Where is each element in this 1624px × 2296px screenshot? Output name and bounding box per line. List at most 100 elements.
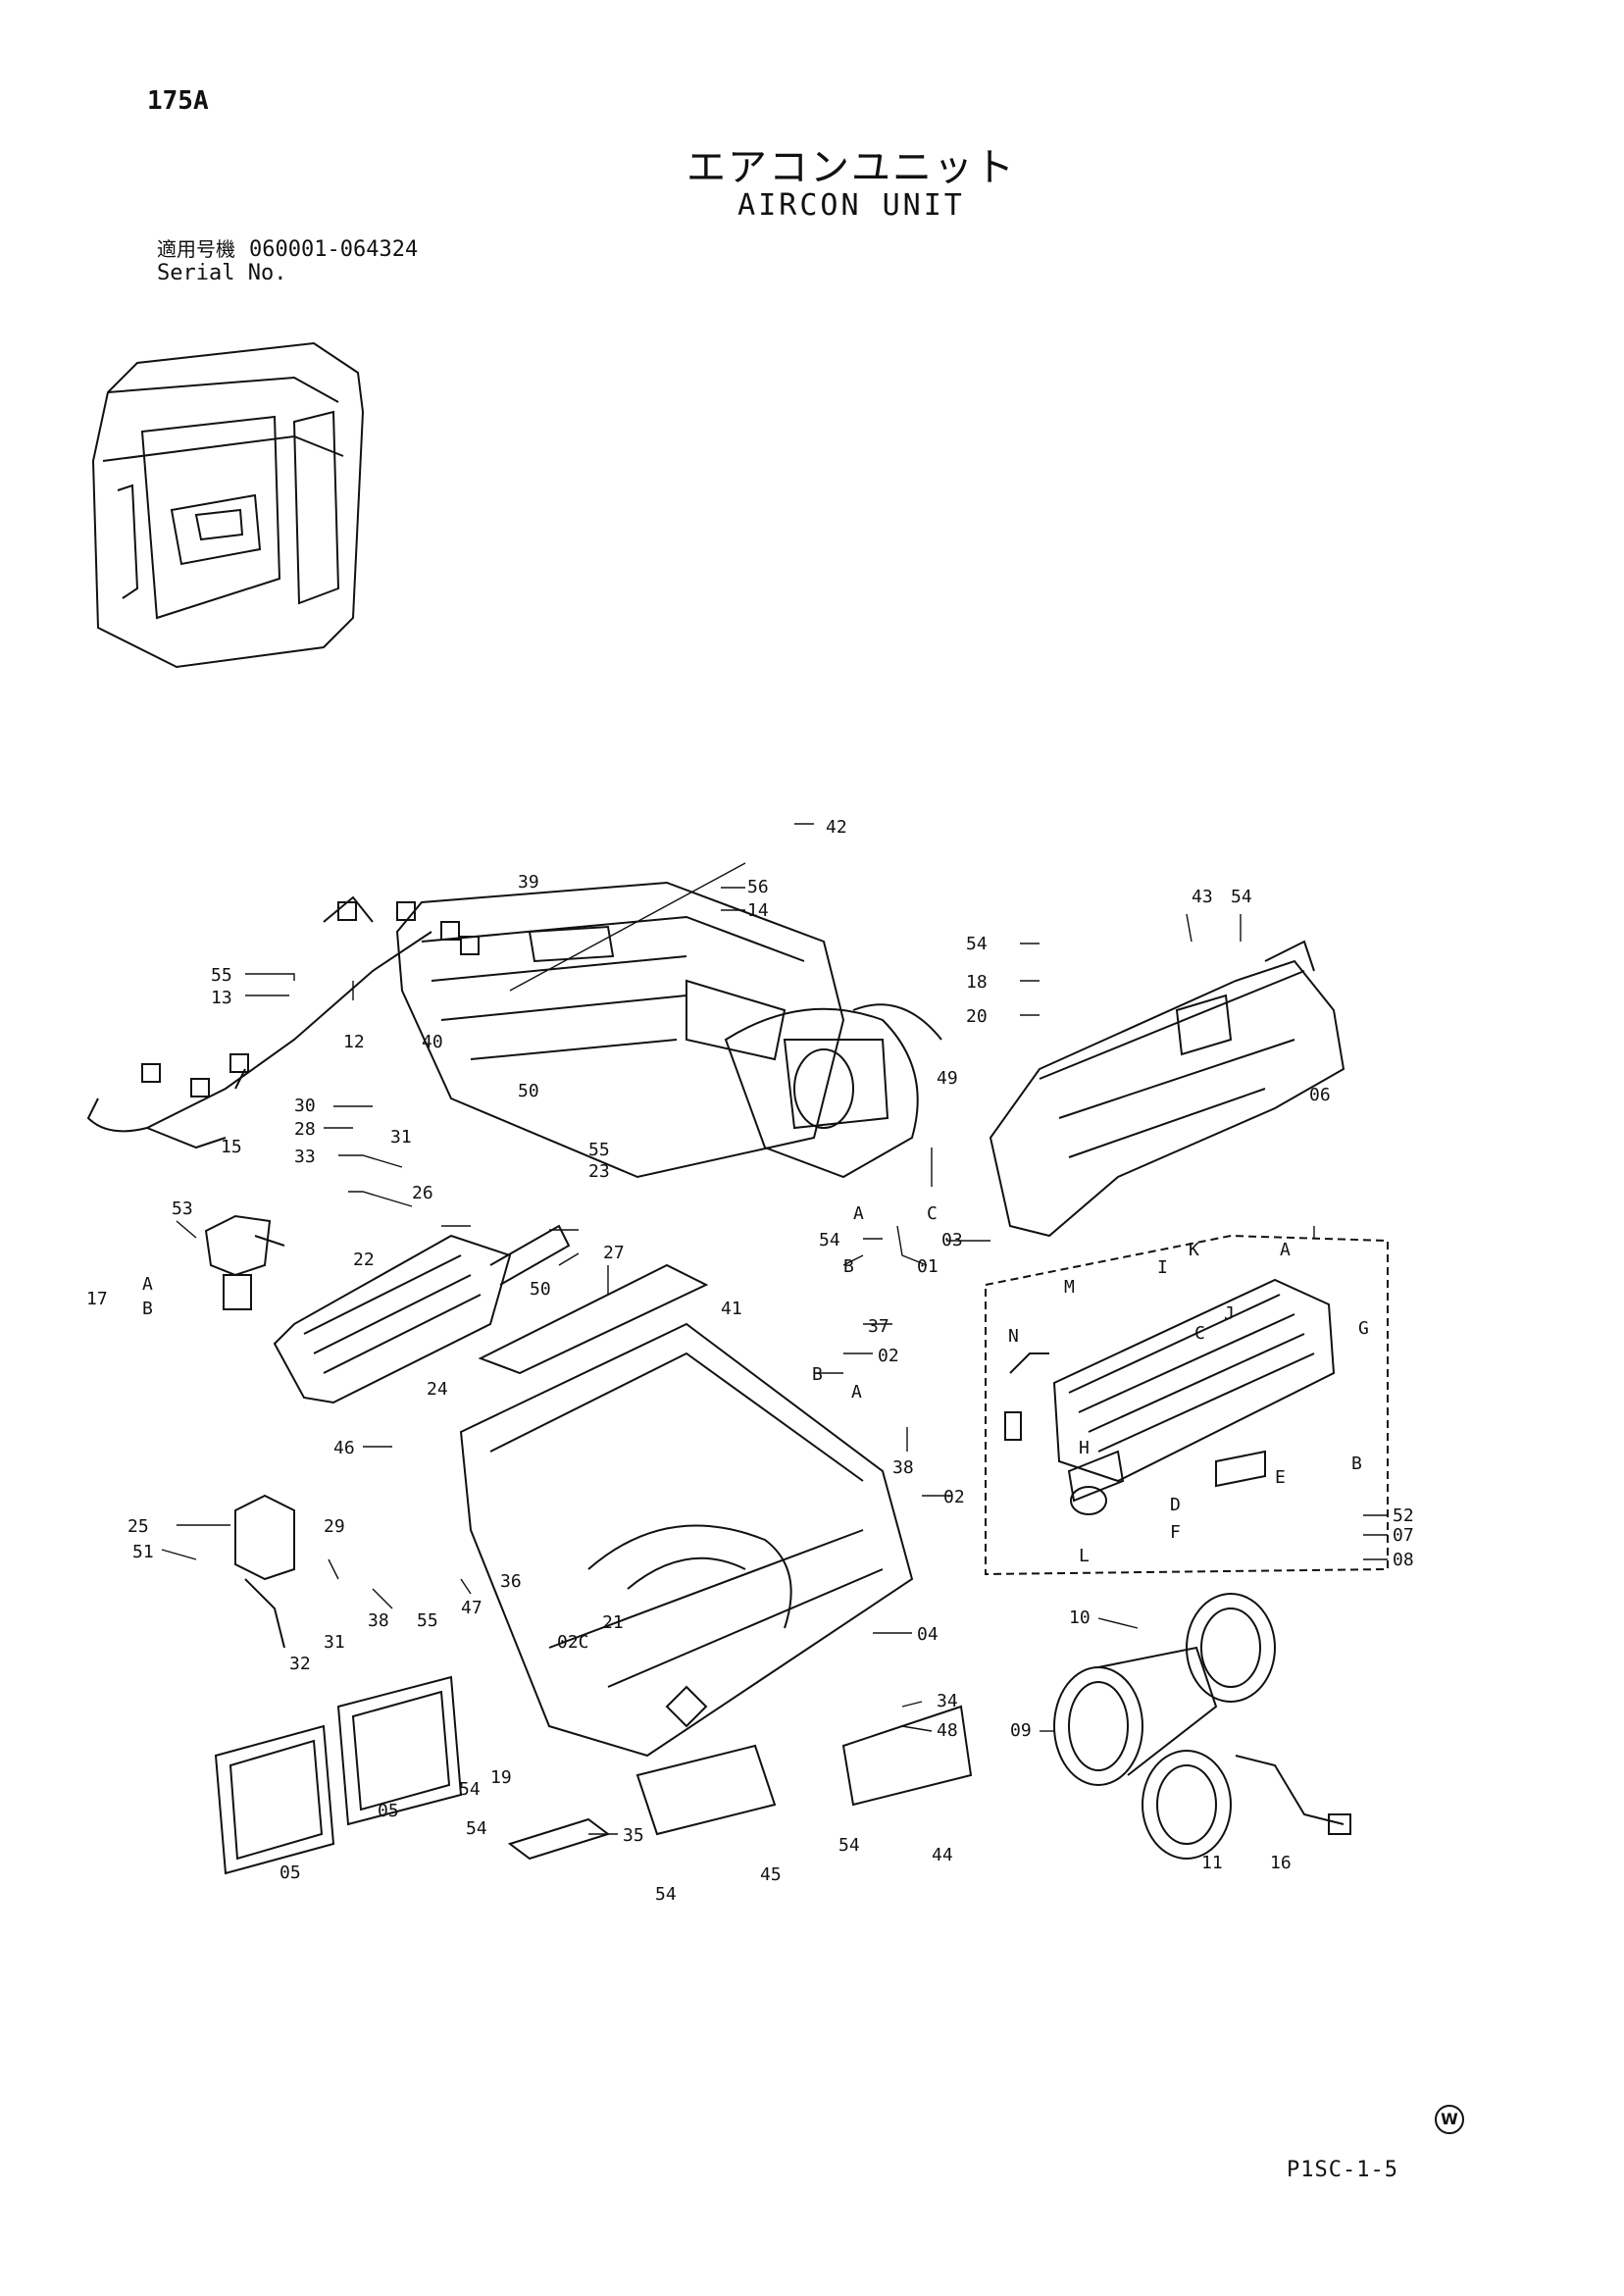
blower-scroll-part [724,1003,942,1179]
sub-label-D: D [1170,1495,1181,1515]
callout-40: 40 [422,1032,443,1052]
sub-label-L: L [1079,1546,1090,1566]
callout-37: 37 [868,1316,889,1337]
callout-31-lower: 31 [324,1632,345,1653]
callout-10: 10 [1069,1607,1091,1628]
bottom-brackets-part [507,1705,973,1861]
callout-32: 32 [289,1654,311,1674]
callout-27: 27 [603,1243,625,1263]
callout-06: 06 [1309,1085,1331,1105]
sub-label-M: M [1064,1277,1075,1298]
callout-54-bottom: 54 [655,1884,677,1905]
callout-28: 28 [294,1119,316,1140]
sub-label-B: B [1351,1454,1362,1474]
lower-housing-part [459,1322,914,1758]
callout-17-B: B [142,1299,153,1319]
callout-54-top: 54 [1231,887,1252,907]
callout-42: 42 [826,817,847,838]
callout-23: 23 [588,1161,610,1182]
callout-43: 43 [1192,887,1213,907]
callout-47: 47 [461,1598,482,1618]
callout-54-mid: 54 [966,934,988,954]
callout-46: 46 [333,1438,355,1458]
callout-44: 44 [932,1845,953,1865]
callout-38-right: 38 [892,1457,914,1478]
callout-54-bl1: 54 [459,1779,481,1800]
sub-label-N: N [1008,1326,1019,1347]
upper-housing-part [395,881,845,1179]
callout-07: 07 [1393,1525,1414,1546]
footer-page-code: P1SC-1-5 [1287,2158,1398,2182]
callout-55-left: 55 [211,965,232,986]
callout-34: 34 [937,1691,958,1711]
actuator-part [234,1494,295,1649]
callout-56: 56 [747,877,769,897]
callout-16: 16 [1270,1853,1292,1873]
callout-B-center: B [843,1256,854,1277]
callout-33: 33 [294,1147,316,1167]
callout-54-br: 54 [838,1835,860,1856]
callout-50-lower: 50 [530,1279,551,1300]
callout-15: 15 [221,1137,242,1157]
callout-29: 29 [324,1516,345,1537]
wire-harness-part [86,895,480,1149]
callout-18: 18 [966,972,988,993]
relay-bracket-part [204,1214,285,1310]
callout-labels: 42 39 56 14 43 54 54 18 20 55 13 12 30 2… [86,817,1414,1905]
blower-motor-part [1053,1593,1351,1860]
page-title-en: AIRCON UNIT [737,188,965,223]
filter-part [214,1675,463,1875]
callout-13: 13 [211,988,232,1008]
callout-20: 20 [966,1006,988,1027]
callout-25: 25 [127,1516,149,1537]
callout-38-left: 38 [368,1610,389,1631]
callout-24: 24 [427,1379,448,1400]
heater-core-part [273,1224,571,1404]
callout-41: 41 [721,1299,742,1319]
callout-01: 01 [917,1256,939,1277]
callout-55-lower: 55 [417,1610,438,1631]
sub-label-I: I [1157,1257,1168,1278]
callout-53: 53 [172,1199,193,1219]
sub-label-E: E [1275,1467,1286,1488]
page-title-jp: エアコンユニット [686,145,1016,190]
evaporator-case-part [989,940,1345,1238]
callout-02-upper: 02 [878,1346,899,1366]
callout-49: 49 [937,1068,958,1089]
callout-17-A: A [142,1274,153,1295]
serial-label-jp: 適用号機 [157,237,235,261]
callout-52: 52 [1393,1505,1414,1526]
callout-A-center: A [853,1203,864,1224]
callout-02C: 02C [557,1632,589,1653]
callout-22: 22 [353,1250,375,1270]
callout-03: 03 [941,1230,963,1250]
callout-B-lower: B [812,1364,823,1385]
callout-50-upper: 50 [518,1081,539,1101]
callout-02-lower: 02 [943,1487,965,1507]
sub-label-H: H [1079,1438,1090,1458]
callout-31-upper: 31 [390,1127,412,1148]
callout-35: 35 [623,1825,644,1846]
callout-54-center: 54 [819,1230,840,1250]
callout-04: 04 [917,1624,939,1645]
callout-45: 45 [760,1864,782,1885]
callout-55-mid: 55 [588,1140,610,1160]
callout-17: 17 [86,1289,108,1309]
sub-label-A: A [1280,1240,1291,1260]
callout-09: 09 [1010,1720,1032,1741]
callout-48: 48 [937,1720,958,1741]
callout-30: 30 [294,1096,316,1116]
callout-05-left: 05 [279,1862,301,1883]
evaporator-subassembly-box [985,1234,1389,1576]
watermark-w-mark: W [1435,2105,1464,2134]
leader-lines [161,823,1388,1835]
callout-14: 14 [747,900,769,921]
callout-36: 36 [500,1571,522,1592]
sub-label-C: C [1194,1323,1205,1344]
callout-26: 26 [412,1183,433,1203]
cab-overview-illustration [91,341,365,669]
callout-21: 21 [602,1612,624,1633]
callout-05-right: 05 [378,1801,399,1821]
